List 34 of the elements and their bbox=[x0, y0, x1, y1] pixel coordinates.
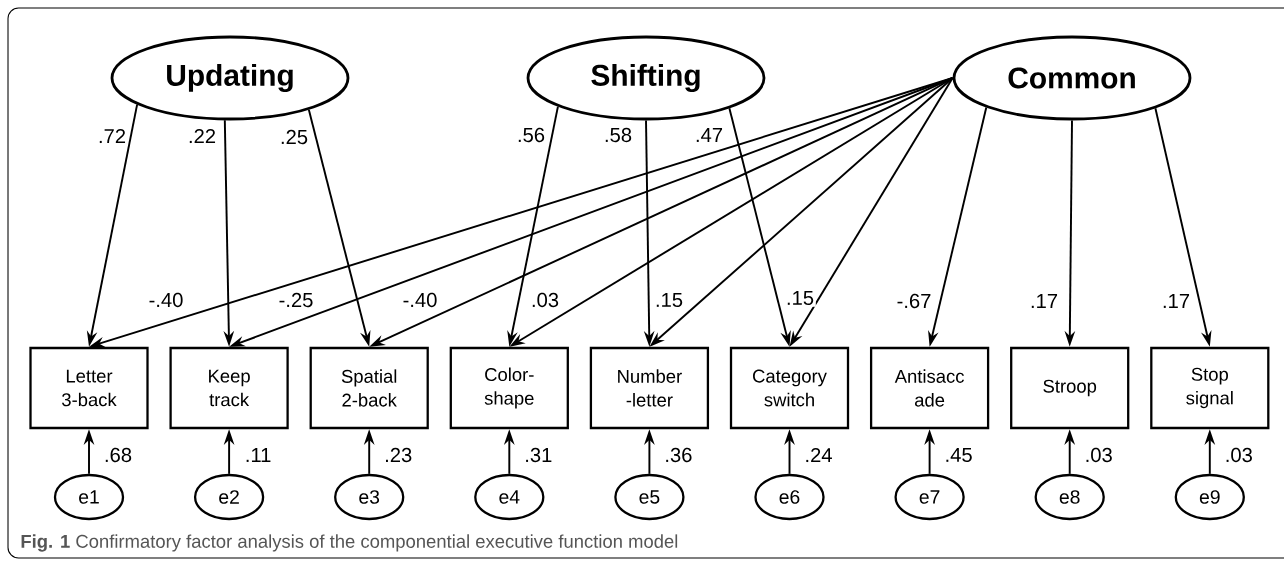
measure-box: Keep track bbox=[169, 346, 289, 430]
edge-label: .17 bbox=[1028, 292, 1060, 310]
edge-label: .45 bbox=[942, 446, 975, 464]
edge-label: .31 bbox=[522, 446, 555, 464]
measure-box: Stop signal bbox=[1150, 346, 1270, 430]
edge-label: .22 bbox=[186, 127, 218, 145]
edge-label: .23 bbox=[382, 446, 414, 464]
edge-label: .15 bbox=[784, 289, 816, 307]
measure-box: Antisacc ade bbox=[869, 346, 990, 430]
edge-label: .56 bbox=[515, 126, 547, 144]
edge-label: .58 bbox=[602, 126, 634, 144]
edge-label: .11 bbox=[243, 446, 274, 464]
edge-label: -.67 bbox=[894, 292, 934, 310]
measure-box: Letter 3-back bbox=[29, 346, 149, 430]
figure-caption: Fig. 1 Confirmatory factor analysis of the componential executive function model bbox=[21, 534, 678, 552]
edge-label: .47 bbox=[693, 126, 725, 144]
edge-label: .68 bbox=[102, 446, 134, 464]
edge-label: .15 bbox=[653, 291, 685, 309]
edge-label: .17 bbox=[1160, 292, 1192, 310]
edge-label: .36 bbox=[662, 446, 695, 464]
edge-label: .03 bbox=[1223, 446, 1255, 464]
measure-box: Color- shape bbox=[449, 346, 569, 430]
measure-box: Number -letter bbox=[589, 346, 710, 430]
edge-label: .24 bbox=[802, 446, 835, 464]
measure-box: Stroop bbox=[1010, 346, 1130, 430]
edge-label: .03 bbox=[529, 291, 561, 309]
edge-label: -.40 bbox=[146, 291, 186, 309]
edge-label: .03 bbox=[1082, 446, 1115, 464]
edge-label: .72 bbox=[96, 127, 128, 145]
edge-label: .25 bbox=[278, 128, 310, 146]
edge-label: -.40 bbox=[400, 291, 440, 309]
edge-label: -.25 bbox=[276, 291, 316, 309]
measure-box: Category switch bbox=[729, 346, 850, 430]
measure-box: Spatial 2-back bbox=[309, 346, 429, 430]
